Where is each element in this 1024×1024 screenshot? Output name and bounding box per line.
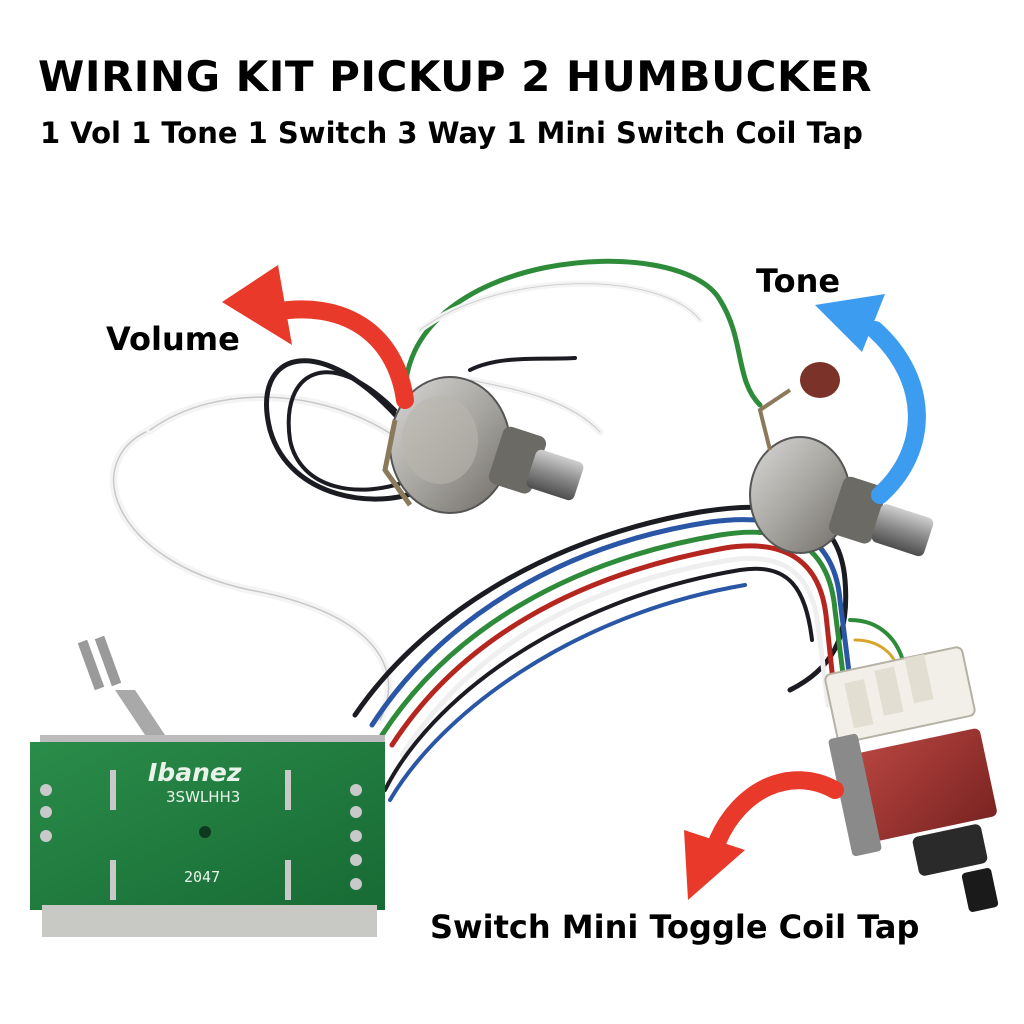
switch-label: Switch Mini Toggle Coil Tap: [430, 908, 920, 946]
white-wire-harness: [399, 556, 831, 758]
blue-wire-harness-2: [388, 583, 747, 802]
white-wire-left: [109, 426, 393, 724]
volume-label: Volume: [106, 320, 240, 358]
pcb-brand-logo: Ibanez: [148, 758, 242, 787]
red-wire-harness: [389, 543, 838, 748]
green-wire-harness: [379, 529, 848, 738]
tone-arrow: [815, 294, 926, 504]
selector-switch-pcb: [30, 635, 385, 937]
black-wire-loop: [264, 358, 423, 502]
page-subtitle: 1 Vol 1 Tone 1 Switch 3 Way 1 Mini Switc…: [40, 116, 863, 150]
page-title: WIRING KIT PICKUP 2 HUMBUCKER: [38, 52, 873, 101]
white-wire-left-outline: [112, 429, 390, 721]
black-wire-harness-2: [383, 566, 814, 792]
black-wire-loop-2: [286, 370, 412, 492]
tone-label: Tone: [756, 262, 841, 300]
switch-arrow: [684, 771, 844, 900]
volume-pot: [382, 376, 584, 514]
volume-arrow: [222, 265, 414, 409]
pcb-model-text: 3SWLHH3: [166, 788, 241, 806]
blue-wire-harness: [369, 517, 853, 728]
mini-toggle-switch: [824, 646, 999, 912]
black-wire-stub: [468, 356, 577, 372]
tone-pot: [749, 362, 934, 557]
pcb-code-text: 2047: [184, 868, 221, 886]
